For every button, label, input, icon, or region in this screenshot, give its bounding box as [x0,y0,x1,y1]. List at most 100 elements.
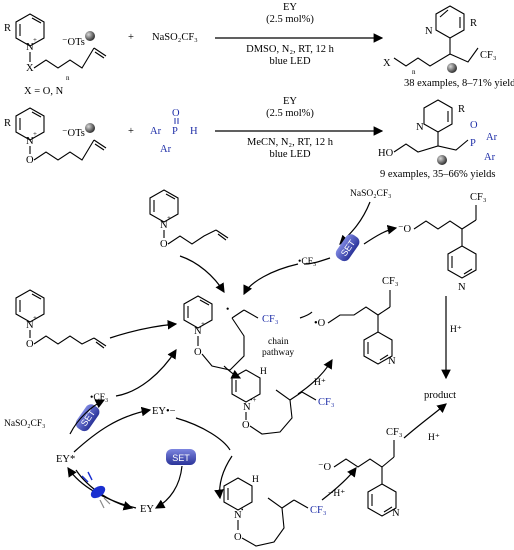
svg-text:O: O [470,120,478,131]
photocatalytic-cycle: •CF₃ NaSO₂CF₃ SET EY* EY•− EY [4,348,233,515]
svg-text:⁻O: ⁻O [398,224,412,235]
svg-text:EY: EY [283,96,297,107]
linker-note: X = O, N [24,86,64,97]
svg-text:Ar: Ar [150,126,162,137]
ey-radical-anion: EY•− [152,406,176,417]
svg-text:R: R [458,104,465,115]
blue-led-icon [81,471,111,509]
tosylate-counterion: ⁻OTs [62,37,85,48]
ey-excited: EY* [56,454,75,465]
svg-text:CF₃: CF₃ [310,505,327,516]
n-alkoxypyridinium-top: N + O [149,189,229,250]
svg-text:⁻OTs: ⁻OTs [62,128,85,139]
set-badge-top: SET [335,234,360,262]
svg-text:O: O [234,532,242,543]
svg-text:−H⁺: −H⁺ [328,489,345,499]
svg-text:Ar: Ar [486,132,498,143]
svg-text:+: + [33,130,37,138]
svg-text:O: O [172,108,180,119]
svg-text:O: O [26,155,34,166]
svg-text:N: N [194,326,202,337]
svg-text:n: n [412,68,416,76]
svg-text:CF₃: CF₃ [382,276,399,287]
svg-text:X: X [383,58,391,69]
pyridinium-substrate-1: R N + X n ⁻OTs X = O, N [4,13,107,97]
svg-text:N: N [392,508,400,519]
svg-text:CF₃: CF₃ [480,50,497,61]
svg-text:(2.5 mol%): (2.5 mol%) [266,14,314,25]
reaction-2: R N + O ⁻OTs + O P Ar H Ar EY (2.5 mol%)… [4,96,498,180]
conditions-1: EY (2.5 mol%) DMSO, N₂, RT, 12 h blue LE… [215,2,384,67]
svg-text:•+: •+ [250,396,256,404]
svg-text:O: O [160,239,168,250]
svg-text:MeCN, N₂, RT, 12 h: MeCN, N₂, RT, 12 h [247,137,334,148]
cyclized-radical-intermediate: N + O CF₃ • [183,295,279,371]
svg-text:N: N [388,356,396,367]
chain-pathway-label-2: pathway [262,348,294,358]
product-1: R N CF₃ X n 38 examples, 8–71% yields [383,5,514,89]
svg-text:H⁺: H⁺ [450,325,462,335]
svg-text:N: N [234,510,242,521]
alkoxy-radical-intermediate: •O CF₃ N [314,276,399,367]
mechanism: N + O NaSO₂CF₃ SET •CF₃ ⁻O CF₃ [4,189,487,547]
svg-text:O: O [242,420,250,431]
svg-text:•: • [226,305,229,315]
svg-text:HO: HO [378,148,394,159]
svg-text:+: + [128,126,134,137]
svg-text:N: N [458,282,466,293]
cf3-radical-top: •CF₃ [298,257,316,267]
reagent-sulfinate-top: NaSO₂CF₃ [350,189,391,199]
phosphine-oxide-reagent: O P Ar H Ar [150,108,198,155]
svg-text:•O: •O [314,318,326,329]
ey-ground: EY [140,504,154,515]
svg-text:(2.5 mol%): (2.5 mol%) [266,108,314,119]
reagent-sulfinate: NaSO₂CF₃ [152,32,198,43]
reaction-1: R N + X n ⁻OTs X = O, N + NaSO₂CF₃ EY (2… [4,2,514,97]
svg-text:O: O [26,339,34,350]
svg-text:N: N [416,122,424,133]
n-alkoxypyridinium-left: N + O [15,289,107,350]
atom-n: N [26,42,34,53]
svg-text:H: H [252,475,259,485]
svg-text:+: + [33,36,37,44]
svg-text:CF₃: CF₃ [470,192,487,203]
set-badge-bottom: SET [166,449,196,465]
svg-text:H⁺: H⁺ [428,433,440,443]
svg-text:R: R [4,118,11,129]
svg-text:N: N [243,402,251,413]
result-1: 38 examples, 8–71% yields [404,78,514,89]
svg-text:H: H [260,367,267,377]
svg-text:⁻O: ⁻O [318,462,332,473]
linker-x: X [26,63,34,74]
product-label: product [424,390,456,401]
cf3-radical-left: •CF₃ [90,393,108,403]
svg-text:N: N [160,220,168,231]
svg-text:•: • [241,506,244,514]
svg-text:+: + [201,320,205,328]
svg-text:+: + [167,214,171,222]
svg-text:CF₃: CF₃ [318,397,335,408]
dihydropyridine-intermediate-1: H N •+ O CF₃ [231,367,335,435]
svg-text:N: N [26,320,34,331]
svg-text:P: P [172,126,178,137]
reagent-sulfinate-left: NaSO₂CF₃ [4,419,45,429]
conditions-2: EY (2.5 mol%) MeCN, N₂, RT, 12 h blue LE… [215,96,384,160]
svg-text:EY: EY [283,2,297,13]
svg-text:H⁺: H⁺ [314,378,326,388]
svg-text:Ar: Ar [160,144,172,155]
chain-pathway-label-1: chain [268,337,289,347]
svg-text:H: H [190,126,198,137]
svg-text:blue LED: blue LED [269,149,311,160]
pyridinium-substrate-2: R N + O ⁻OTs [4,107,107,166]
svg-text:N: N [425,26,433,37]
plus-sign: + [128,32,134,43]
index-n: n [66,74,70,82]
svg-text:+: + [33,314,37,322]
svg-text:O: O [194,347,202,358]
svg-text:blue LED: blue LED [269,56,311,67]
result-2: 9 examples, 35–66% yields [380,169,495,180]
svg-text:DMSO, N₂, RT, 12 h: DMSO, N₂, RT, 12 h [246,44,334,55]
product-2: N R HO O P Ar Ar 9 examples, 35–66% yiel… [378,99,498,180]
svg-text:CF₃: CF₃ [262,314,279,325]
svg-text:R: R [470,18,477,29]
